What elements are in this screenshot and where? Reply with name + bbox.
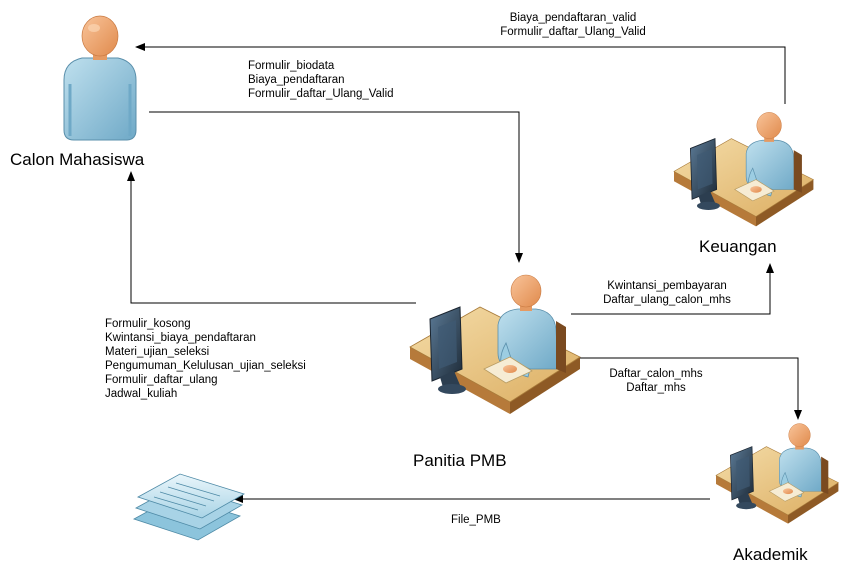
person-icon <box>63 15 137 141</box>
flow-label-line: Formulir_daftar_ulang <box>105 374 218 386</box>
computer-worker-icon <box>715 423 839 525</box>
computer-worker-icon <box>409 274 581 415</box>
flow-label-line: Biaya_pendaftaran_valid <box>509 12 637 24</box>
flow-label-line: Daftar_mhs <box>626 382 686 394</box>
flow-label-line: Jadwal_kuliah <box>105 388 178 400</box>
flow-label-akademik-to-file: File_PMB <box>451 513 501 527</box>
document-stack-icon <box>132 473 245 541</box>
flow-label-calon-to-panitia: Formulir_biodata Biaya_pendaftaran Formu… <box>248 59 394 101</box>
entity-calon-mahasiswa: Calon Mahasiswa <box>10 150 145 169</box>
flow-label-line: Formulir_daftar_Ulang_Valid <box>500 26 646 38</box>
flow-panitia-to-calon <box>127 171 416 304</box>
flow-label-keuangan-to-calon: Biaya_pendaftaran_valid Formulir_daftar_… <box>466 11 680 39</box>
flow-panitia-to-keuangan <box>571 263 774 315</box>
flow-label-line: Formulir_daftar_Ulang_Valid <box>248 88 394 100</box>
flow-label-line: Kwintansi_pembayaran <box>607 280 727 292</box>
flow-label-line: Biaya_pendaftaran <box>248 74 345 86</box>
flow-label-line: Daftar_ulang_calon_mhs <box>603 294 731 306</box>
entity-akademik: Akademik <box>733 545 808 564</box>
flow-panitia-to-akademik <box>571 357 802 420</box>
entity-panitia-pmb: Panitia PMB <box>413 451 507 470</box>
flow-label-line: Formulir_biodata <box>248 60 335 72</box>
flow-label-line: Kwintansi_biaya_pendaftaran <box>105 332 256 344</box>
flow-label-line: Pengumuman_Kelulusan_ujian_seleksi <box>105 360 306 372</box>
flow-label-line: Daftar_calon_mhs <box>609 368 703 380</box>
flow-calon-to-panitia <box>149 111 523 263</box>
entity-keuangan: Keuangan <box>699 237 777 256</box>
flow-label-panitia-to-akademik: Daftar_calon_mhs Daftar_mhs <box>590 367 722 395</box>
flow-label-panitia-to-calon: Formulir_kosong Kwintansi_biaya_pendafta… <box>105 317 306 401</box>
computer-worker-icon <box>673 111 814 227</box>
flow-label-line: Formulir_kosong <box>105 318 191 330</box>
flow-keuangan-to-calon <box>135 43 786 104</box>
flow-label-line: Materi_ujian_seleksi <box>105 346 210 358</box>
flow-label-line: File_PMB <box>451 514 501 526</box>
flow-label-panitia-to-keuangan: Kwintansi_pembayaran Daftar_ulang_calon_… <box>582 279 752 307</box>
